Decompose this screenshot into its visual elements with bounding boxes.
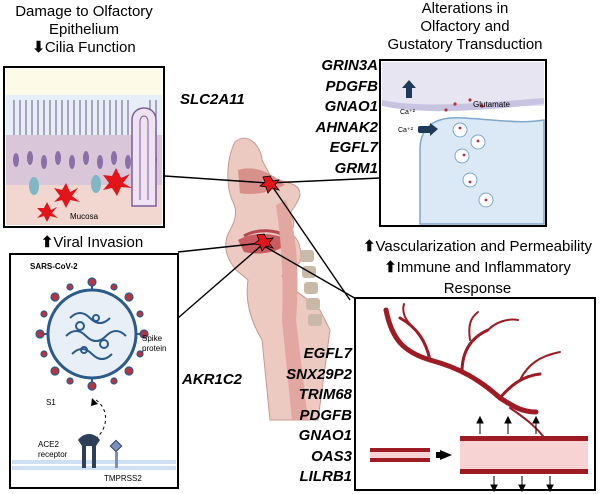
- response-line: Response: [443, 280, 512, 297]
- calcium-label-2: Ca⁺²: [398, 127, 413, 134]
- gene-label: GNAO1: [298, 427, 352, 444]
- vascularization-text: Vascularization and Permeability: [375, 238, 593, 255]
- synapse-illustration: [382, 62, 545, 225]
- immune-line: ⬆Immune and Inflammatory: [355, 257, 600, 278]
- gene-label: LILRB1: [299, 468, 353, 485]
- increase-arrow-icon: ⬆: [384, 259, 397, 276]
- gene-label: PDGFB: [299, 406, 353, 424]
- gene-label: EGFL7: [329, 139, 378, 156]
- increase-arrow-icon: ⬆: [362, 238, 376, 255]
- transduction-title-line1: Alterations in: [421, 0, 509, 17]
- head-lesion-markers: [253, 175, 281, 252]
- increase-arrow-icon: ⬆: [40, 234, 54, 251]
- s1-label: S1: [46, 398, 56, 407]
- glutamate-label: Glutamate: [473, 100, 510, 109]
- virus-illustration: [12, 277, 176, 470]
- tmprss2-label: TMPRSS2: [104, 474, 142, 483]
- transduction-title: Alterations in Olfactory and Gustatory T…: [360, 0, 570, 54]
- gene-label: TRIM68: [298, 386, 352, 403]
- permeability-illustration: [370, 415, 588, 493]
- cilia-function-label: ⬇Cilia Function: [0, 39, 168, 57]
- epithelium-gene: SLC2A11: [180, 91, 245, 108]
- gene-label: GNAO1: [324, 98, 378, 115]
- olfactory-damage-title-line2: Epithelium: [48, 21, 120, 38]
- connector-lines: [149, 174, 381, 319]
- immune-text: Immune and Inflammatory: [396, 259, 571, 276]
- transduction-gene-list: GRIN3A PDGFB GNAO1 AHNAK2 EGFL7 GRM1: [298, 56, 378, 179]
- transduction-title-line2: Olfactory and: [420, 18, 510, 35]
- olfactory-damage-title-line1: Damage to Olfactory: [15, 3, 153, 20]
- epithelium-lesion-markers: [37, 168, 132, 222]
- head-sagittal-illustration: [225, 137, 331, 421]
- vascular-gene-list: EGFL7 SNX29P2 TRIM68 PDGFB GNAO1 OAS3 LI…: [270, 344, 352, 488]
- gene-label: OAS3: [311, 447, 352, 465]
- cilia-function-text: Cilia Function: [44, 39, 136, 56]
- vascularization-line: ⬆Vascularization and Permeability: [355, 236, 600, 257]
- vascular-title: ⬆Vascularization and Permeability ⬆Immun…: [355, 236, 600, 299]
- gene-label: GRIN3A: [321, 57, 378, 74]
- decrease-arrow-icon: ⬇: [32, 39, 45, 56]
- transduction-title-line3: Gustatory Transduction: [387, 36, 543, 53]
- viral-gene: AKR1C2: [182, 371, 243, 388]
- blood-vessel-illustration: [383, 303, 561, 441]
- calcium-label-1: Ca⁺²: [400, 109, 415, 116]
- gene-label: AHNAK2: [315, 118, 378, 136]
- epithelium-illustration: [6, 69, 162, 225]
- viral-invasion-title: ⬆Viral Invasion: [12, 234, 172, 252]
- gene-label: SNX29P2: [286, 365, 352, 383]
- gene-label: EGFL7: [303, 345, 352, 362]
- gene-label: PDGFB: [325, 77, 379, 95]
- ace2-receptor-label: ACE2 receptor: [38, 440, 68, 459]
- mucosa-label: Mucosa: [70, 212, 99, 221]
- gene-label: GRM1: [334, 159, 378, 177]
- spike-protein-label: Spike protein: [142, 334, 167, 353]
- viral-invasion-text: Viral Invasion: [53, 234, 144, 251]
- sars-cov-2-label: SARS-CoV-2: [30, 262, 78, 271]
- olfactory-damage-title: Damage to Olfactory Epithelium ⬇Cilia Fu…: [0, 3, 168, 57]
